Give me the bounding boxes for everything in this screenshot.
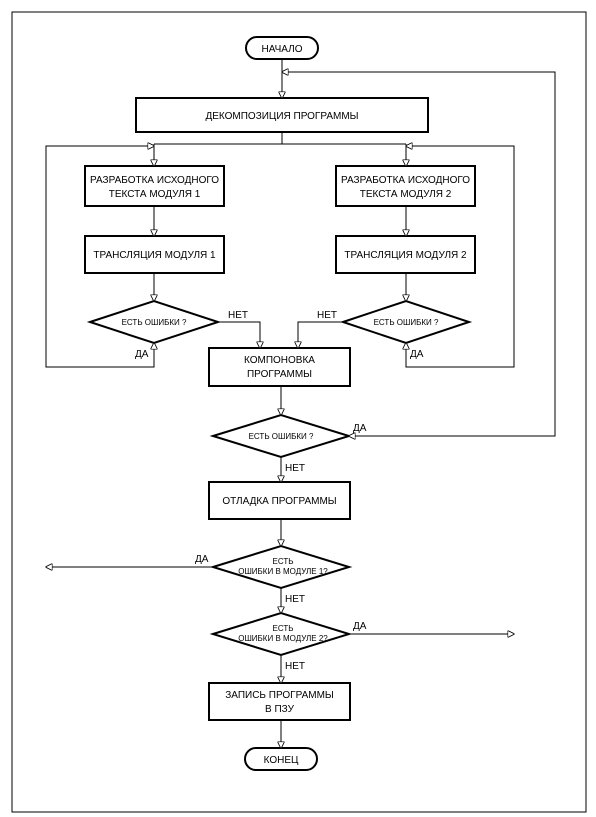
edge-decision-1-yes — [45, 146, 154, 368]
link-decision-no-label: НЕТ — [285, 463, 305, 474]
develop-module-2-line-2: ТЕКСТА МОДУЛЯ 2 — [360, 189, 452, 200]
develop-module-1-line-2: ТЕКСТА МОДУЛЯ 1 — [109, 189, 201, 200]
develop-module-2-block: РАЗРАБОТКА ИСХОДНОГО ТЕКСТА МОДУЛЯ 2 — [335, 165, 476, 207]
translate-module-1-label: ТРАНСЛЯЦИЯ МОДУЛЯ 1 — [93, 250, 216, 261]
errors-decision-1-label: ЕСТЬ ОШИБКИ ? — [122, 318, 187, 327]
end-label: КОНЕЦ — [264, 755, 299, 766]
module-1-errors-line-2: ОШИБКИ В МОДУЛЕ 1? — [238, 567, 328, 576]
translate-module-2-label: ТРАНСЛЯЦИЯ МОДУЛЯ 2 — [344, 250, 467, 261]
translate-module-1-block: ТРАНСЛЯЦИЯ МОДУЛЯ 1 — [84, 235, 225, 274]
module-1-errors-line-1: ЕСТЬ — [273, 557, 294, 566]
develop-module-1-block: РАЗРАБОТКА ИСХОДНОГО ТЕКСТА МОДУЛЯ 1 — [84, 165, 225, 207]
start-label: НАЧАЛО — [261, 44, 302, 55]
edge-link-decision-yes — [282, 72, 556, 436]
decision-2-yes-label: ДА — [410, 349, 424, 360]
link-program-line-1: КОМПОНОВКА — [244, 355, 315, 366]
link-program-line-2: ПРОГРАММЫ — [247, 369, 312, 380]
errors-decision-2-label: ЕСТЬ ОШИБКИ ? — [374, 318, 439, 327]
edge-decision-1-no — [218, 321, 260, 348]
end-terminal: КОНЕЦ — [244, 747, 318, 771]
module-2-no-label: НЕТ — [285, 661, 305, 672]
edge-decision-2-no — [298, 321, 343, 348]
decomposition-block: ДЕКОМПОЗИЦИЯ ПРОГРАММЫ — [135, 97, 429, 133]
translate-module-2-block: ТРАНСЛЯЦИЯ МОДУЛЯ 2 — [335, 235, 476, 274]
module-1-errors-decision: ЕСТЬ ОШИБКИ В МОДУЛЕ 1? — [209, 544, 353, 590]
decision-2-no-label: НЕТ — [317, 310, 337, 321]
link-program-block: КОМПОНОВКА ПРОГРАММЫ — [208, 347, 351, 387]
write-rom-line-1: ЗАПИСЬ ПРОГРАММЫ — [225, 690, 334, 701]
module-2-errors-decision: ЕСТЬ ОШИБКИ В МОДУЛЕ 2? — [209, 611, 353, 657]
decision-1-yes-label: ДА — [135, 349, 149, 360]
module-2-errors-line-2: ОШИБКИ В МОДУЛЕ 2? — [238, 634, 328, 643]
module-1-yes-label: ДА — [195, 554, 209, 565]
develop-module-2-line-1: РАЗРАБОТКА ИСХОДНОГО — [341, 175, 470, 186]
module-2-yes-label: ДА — [353, 621, 367, 632]
decomposition-label: ДЕКОМПОЗИЦИЯ ПРОГРАММЫ — [205, 111, 358, 122]
link-decision-yes-label: ДА — [353, 423, 367, 434]
start-terminal: НАЧАЛО — [245, 36, 319, 60]
errors-decision-2: ЕСТЬ ОШИБКИ ? — [339, 299, 473, 345]
write-rom-block: ЗАПИСЬ ПРОГРАММЫ В ПЗУ — [208, 682, 351, 721]
develop-module-1-line-1: РАЗРАБОТКА ИСХОДНОГО — [90, 175, 219, 186]
link-errors-decision: ЕСТЬ ОШИБКИ ? — [209, 413, 353, 459]
module-2-errors-line-1: ЕСТЬ — [273, 624, 294, 633]
debug-program-label: ОТЛАДКА ПРОГРАММЫ — [222, 496, 336, 507]
write-rom-line-2: В ПЗУ — [265, 704, 295, 715]
page-frame — [11, 11, 587, 813]
module-1-no-label: НЕТ — [285, 594, 305, 605]
errors-decision-1: ЕСТЬ ОШИБКИ ? — [86, 299, 222, 345]
edge-decision-2-yes — [406, 146, 515, 368]
link-errors-decision-label: ЕСТЬ ОШИБКИ ? — [249, 432, 314, 441]
debug-program-block: ОТЛАДКА ПРОГРАММЫ — [208, 481, 351, 520]
decision-1-no-label: НЕТ — [228, 310, 248, 321]
